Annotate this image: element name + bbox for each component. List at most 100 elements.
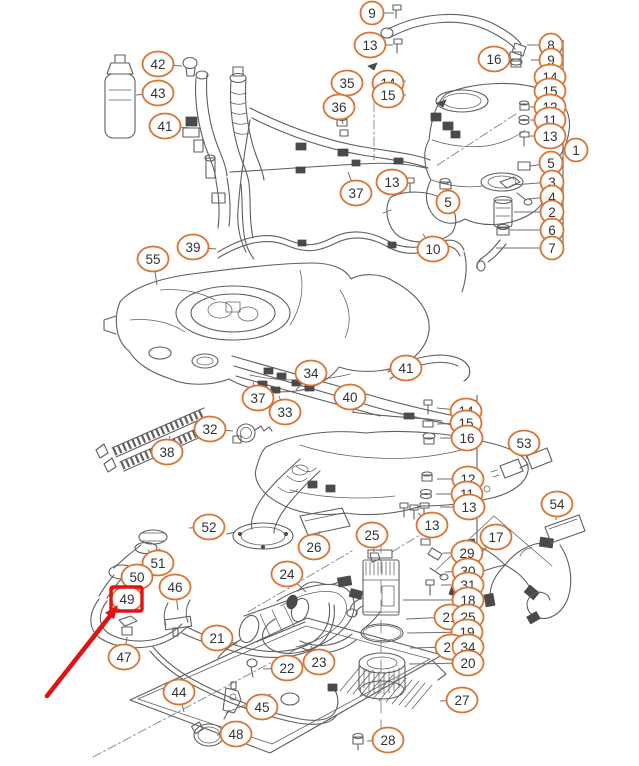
callout-bubble-26[interactable] [297, 533, 331, 561]
callout-bubble-36[interactable] [322, 93, 356, 121]
callout-bubble-9[interactable] [359, 0, 385, 26]
callout-28[interactable]: 28 [371, 726, 405, 754]
callout-bubble-24[interactable] [270, 560, 304, 588]
callout-16[interactable]: 16 [477, 45, 511, 73]
callout-bubble-25[interactable] [355, 521, 389, 549]
callout-20[interactable]: 20 [451, 649, 485, 677]
callout-number-20: 20 [460, 656, 475, 671]
callout-bubble-20[interactable] [451, 649, 485, 677]
callout-bubble-27[interactable] [445, 686, 479, 714]
callout-50[interactable]: 50 [120, 563, 154, 591]
callout-bubble-48[interactable] [219, 720, 253, 748]
callout-bubble-23[interactable] [302, 648, 336, 676]
callout-bubble-47[interactable] [107, 643, 141, 671]
callout-13[interactable]: 13 [375, 168, 409, 196]
callout-35[interactable]: 35 [330, 69, 364, 97]
callout-37[interactable]: 37 [241, 384, 275, 412]
callout-13[interactable]: 13 [533, 122, 567, 150]
callout-34[interactable]: 34 [294, 359, 328, 387]
callout-47[interactable]: 47 [107, 643, 141, 671]
callout-52[interactable]: 52 [192, 513, 226, 541]
callout-7[interactable]: 7 [539, 235, 565, 261]
callout-40[interactable]: 40 [333, 383, 367, 411]
callout-36[interactable]: 36 [322, 93, 356, 121]
callout-bubble-7[interactable] [539, 235, 565, 261]
callout-bubble-16[interactable] [450, 424, 484, 452]
callout-15[interactable]: 15 [371, 81, 405, 109]
callout-42[interactable]: 42 [141, 50, 175, 78]
callout-44[interactable]: 44 [162, 678, 196, 706]
callout-bubble-32[interactable] [193, 415, 227, 443]
callout-bubble-13[interactable] [533, 122, 567, 150]
callout-23[interactable]: 23 [302, 648, 336, 676]
callout-bubble-41[interactable] [148, 112, 182, 140]
callout-number-50: 50 [129, 570, 144, 585]
callout-number-23: 23 [311, 655, 326, 670]
callout-41[interactable]: 41 [148, 112, 182, 140]
callout-5[interactable]: 5 [435, 189, 461, 215]
callout-17[interactable]: 17 [479, 523, 513, 551]
callout-27[interactable]: 27 [445, 686, 479, 714]
callout-bubble-43[interactable] [141, 79, 175, 107]
callout-bubble-13[interactable] [415, 511, 449, 539]
callout-bubble-5[interactable] [435, 189, 461, 215]
callout-41[interactable]: 41 [389, 354, 423, 382]
callout-bubble-22[interactable] [270, 654, 304, 682]
callout-bubble-42[interactable] [141, 50, 175, 78]
callout-6[interactable]: 6 [539, 217, 565, 243]
callout-9[interactable]: 9 [359, 0, 385, 26]
callout-54[interactable]: 54 [540, 490, 574, 518]
callout-bubble-46[interactable] [158, 573, 192, 601]
callout-37[interactable]: 37 [339, 179, 373, 207]
callout-bubble-37[interactable] [241, 384, 275, 412]
callout-13[interactable]: 13 [353, 31, 387, 59]
tank-straps-art [95, 407, 215, 473]
callout-bubble-53[interactable] [507, 429, 541, 457]
callout-33[interactable]: 33 [268, 398, 302, 426]
callout-bubble-16[interactable] [477, 45, 511, 73]
callout-bubble-10[interactable] [416, 235, 450, 263]
callout-22[interactable]: 22 [270, 654, 304, 682]
callout-bubble-17[interactable] [479, 523, 513, 551]
callout-bubble-13[interactable] [353, 31, 387, 59]
callout-bubble-15[interactable] [371, 81, 405, 109]
callout-number-46: 46 [167, 580, 182, 595]
callout-21[interactable]: 21 [200, 624, 234, 652]
callout-16[interactable]: 16 [450, 424, 484, 452]
callout-1[interactable]: 1 [563, 137, 589, 163]
callout-25[interactable]: 25 [355, 521, 389, 549]
callout-bubble-44[interactable] [162, 678, 196, 706]
callout-bubble-38[interactable] [150, 438, 184, 466]
callout-13[interactable]: 13 [452, 493, 486, 521]
callout-10[interactable]: 10 [416, 235, 450, 263]
callout-24[interactable]: 24 [270, 560, 304, 588]
callout-39[interactable]: 39 [176, 233, 210, 261]
callout-bubble-37[interactable] [339, 179, 373, 207]
callout-5[interactable]: 5 [538, 150, 564, 176]
callout-bubble-33[interactable] [268, 398, 302, 426]
callout-13[interactable]: 13 [415, 511, 449, 539]
callout-bubble-28[interactable] [371, 726, 405, 754]
callout-48[interactable]: 48 [219, 720, 253, 748]
callout-53[interactable]: 53 [507, 429, 541, 457]
callout-55[interactable]: 55 [136, 245, 170, 273]
callout-bubble-13[interactable] [375, 168, 409, 196]
callout-45[interactable]: 45 [245, 693, 279, 721]
callout-bubble-41[interactable] [389, 354, 423, 382]
callout-bubble-54[interactable] [540, 490, 574, 518]
callout-26[interactable]: 26 [297, 533, 331, 561]
callout-bubble-21[interactable] [200, 624, 234, 652]
callout-43[interactable]: 43 [141, 79, 175, 107]
callout-number-13: 13 [362, 38, 377, 53]
callout-bubble-45[interactable] [245, 693, 279, 721]
callout-bubble-52[interactable] [192, 513, 226, 541]
callout-32[interactable]: 32 [193, 415, 227, 443]
callout-bubble-13[interactable] [452, 493, 486, 521]
callout-bubble-1[interactable] [563, 137, 589, 163]
callout-bubble-39[interactable] [176, 233, 210, 261]
callout-46[interactable]: 46 [158, 573, 192, 601]
callout-bubble-40[interactable] [333, 383, 367, 411]
callout-38[interactable]: 38 [150, 438, 184, 466]
callout-bubble-55[interactable] [136, 245, 170, 273]
callout-bubble-34[interactable] [294, 359, 328, 387]
